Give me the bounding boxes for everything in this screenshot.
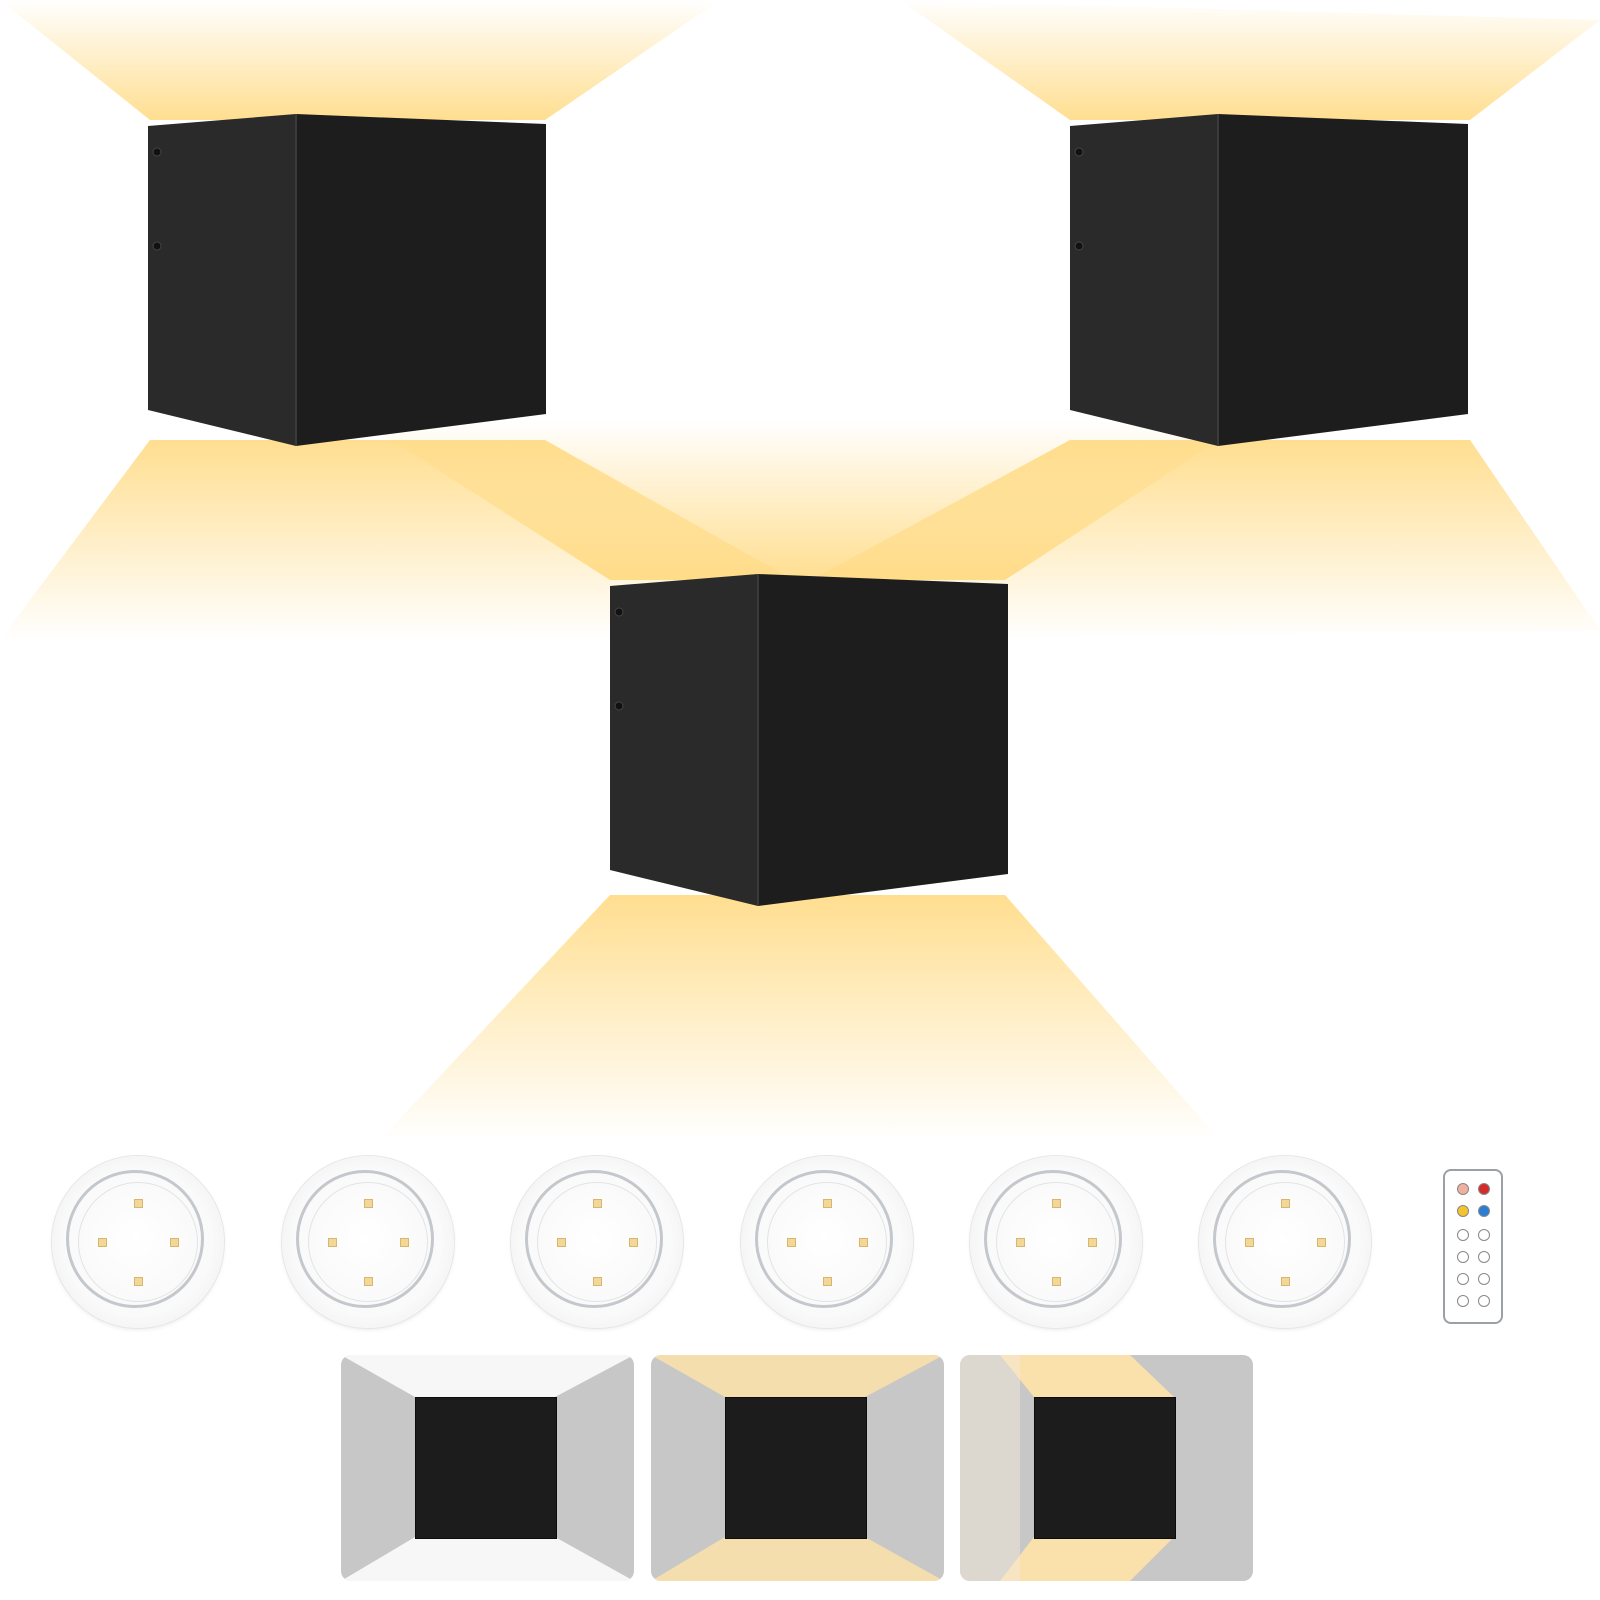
remote-cool-button bbox=[1478, 1205, 1490, 1217]
remote-timer-button-1 bbox=[1457, 1251, 1469, 1263]
puck-light-6 bbox=[1199, 1156, 1371, 1328]
remote-power-on-button bbox=[1457, 1183, 1469, 1195]
cool-white-beams bbox=[341, 1355, 634, 1581]
puck-light-5 bbox=[970, 1156, 1142, 1328]
cube-lamp-right bbox=[1070, 114, 1468, 446]
remote-timer-button-5 bbox=[1457, 1295, 1469, 1307]
cube-lamp-left bbox=[148, 114, 546, 446]
mode-thumbnail-warm-side bbox=[960, 1355, 1253, 1581]
remote-minus-button bbox=[1478, 1229, 1490, 1241]
warm-side-beams bbox=[960, 1355, 1174, 1581]
puck-light-4 bbox=[741, 1156, 913, 1328]
mode-cube-cool bbox=[415, 1397, 557, 1539]
puck-light-3 bbox=[511, 1156, 683, 1328]
remote-control bbox=[1443, 1169, 1503, 1324]
remote-timer-button-2 bbox=[1478, 1251, 1490, 1263]
remote-plus-button bbox=[1457, 1229, 1469, 1241]
mode-thumbnail-warm-white bbox=[651, 1355, 944, 1581]
remote-timer-button-6 bbox=[1478, 1295, 1490, 1307]
beam-down-center bbox=[380, 895, 1220, 1140]
mode-cube-side bbox=[1034, 1397, 1176, 1539]
beam-up-right bbox=[900, 0, 1600, 120]
beam-up-left bbox=[0, 0, 720, 120]
puck-light-2 bbox=[282, 1156, 454, 1328]
remote-off-button bbox=[1478, 1183, 1490, 1195]
cube-lamp-center bbox=[610, 574, 1008, 906]
remote-warm-button bbox=[1457, 1205, 1469, 1217]
mode-thumbnail-cool-white bbox=[341, 1355, 634, 1581]
puck-light-1 bbox=[52, 1156, 224, 1328]
remote-timer-button-3 bbox=[1457, 1273, 1469, 1285]
warm-white-beams bbox=[651, 1355, 944, 1581]
beam-up-center bbox=[360, 420, 1250, 580]
mode-cube-warm bbox=[725, 1397, 867, 1539]
remote-timer-button-4 bbox=[1478, 1273, 1490, 1285]
